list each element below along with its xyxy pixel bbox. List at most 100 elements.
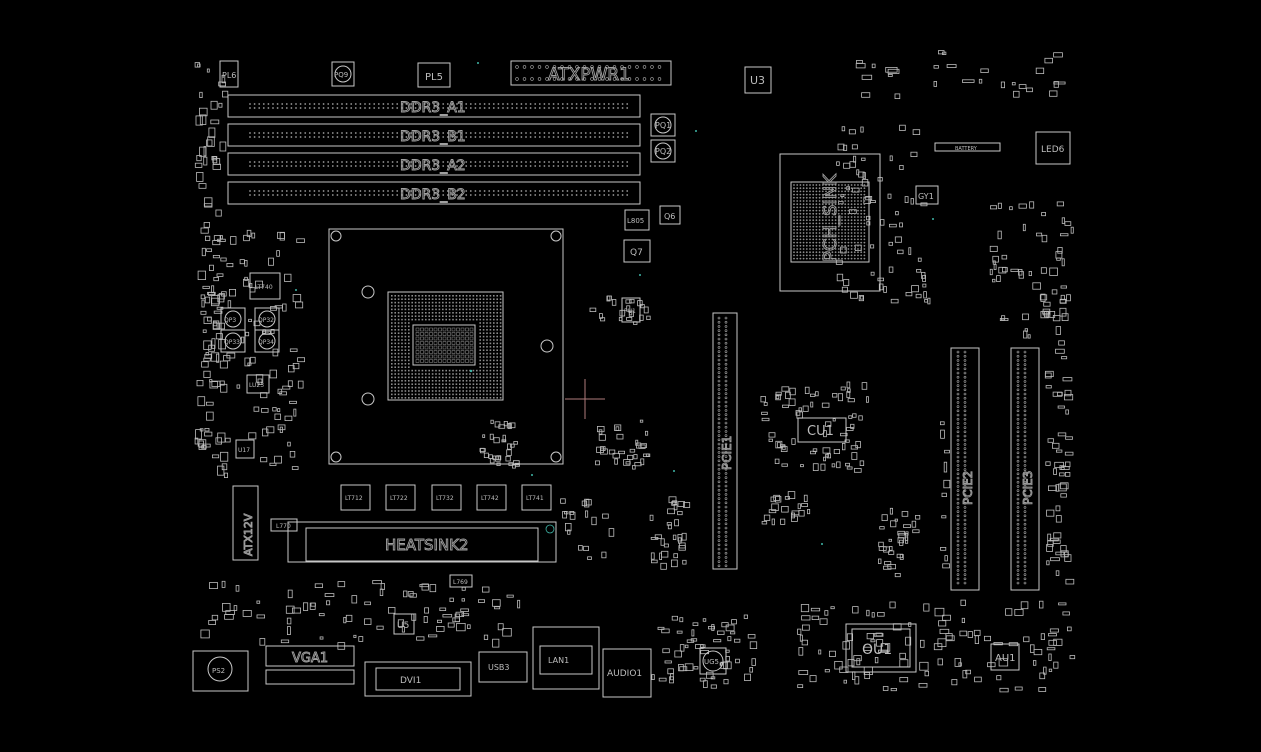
inductor-lt732[interactable]: LT732 <box>431 484 462 511</box>
smd-part <box>224 614 234 620</box>
vga-connector[interactable]: VGA1 <box>265 645 355 685</box>
smd-part <box>660 538 665 546</box>
smd-part <box>877 277 885 282</box>
ps2-connector[interactable]: PS2 <box>192 650 249 692</box>
battery-holder[interactable]: BATTERY <box>934 142 1001 152</box>
inductor-lt742[interactable]: LT742 <box>476 484 507 511</box>
smd-part <box>597 425 605 433</box>
ddr-slot-a1[interactable]: DDR3_A1 <box>227 94 641 118</box>
pcie-slot-2[interactable]: PCIE2 <box>950 347 980 591</box>
smd-part <box>210 100 218 110</box>
ddr-slot-a2[interactable]: DDR3_A2 <box>227 152 641 176</box>
atx12v-connector[interactable]: ATX12V <box>232 485 259 561</box>
smd-part <box>353 634 357 638</box>
smd-part <box>589 307 597 313</box>
led6[interactable]: LED6 <box>1035 131 1071 165</box>
smd-part <box>600 448 608 455</box>
smd-part <box>657 626 665 630</box>
inductor-l770[interactable]: L770 <box>270 518 298 532</box>
inductor-pl5[interactable]: PL5 <box>417 62 451 88</box>
smd-part <box>1059 307 1067 317</box>
inductor-lt712[interactable]: LT712 <box>340 484 371 511</box>
chip-ou1[interactable]: OU1 <box>845 623 917 673</box>
smd-part <box>812 448 818 453</box>
smd-part <box>280 639 290 644</box>
heatsink-outline[interactable]: HEATSINK2 <box>287 521 557 563</box>
smd-part <box>908 247 912 255</box>
q7-label: Q7 <box>630 248 643 258</box>
chip-u5[interactable]: U5 <box>393 613 415 635</box>
ddr-slot-b2[interactable]: DDR3_B2 <box>227 181 641 205</box>
inductor-lt741[interactable]: LT741 <box>521 484 552 511</box>
smd-part <box>866 215 871 221</box>
audio-connector[interactable]: AUDIO1 <box>602 648 652 698</box>
smd-part <box>1038 687 1047 692</box>
smd-part <box>272 407 277 412</box>
inductor-lt740[interactable]: LT740 <box>249 272 281 300</box>
transistor-q6[interactable]: Q6 <box>659 205 681 225</box>
cpu-socket[interactable] <box>328 228 564 465</box>
smd-part <box>734 638 741 643</box>
smd-part <box>209 381 218 389</box>
smd-part <box>1005 608 1013 616</box>
smd-part <box>666 522 672 526</box>
pcie-slot-1[interactable]: PCIE1 <box>712 312 738 570</box>
smd-part <box>871 63 876 69</box>
smd-part <box>840 386 846 391</box>
atx-power-connector[interactable]: ATXPWR1 <box>510 60 672 86</box>
smd-part <box>222 603 231 612</box>
smd-part <box>201 361 209 368</box>
mosfet-pq1[interactable]: PQ1 <box>650 113 676 137</box>
mosfet-pq2[interactable]: PQ2 <box>650 139 676 163</box>
smd-part <box>449 597 454 602</box>
smd-part <box>197 270 207 281</box>
pcie-slot-3[interactable]: PCIE3 <box>1010 347 1040 591</box>
smd-part <box>598 434 606 441</box>
smd-part <box>219 141 227 152</box>
smd-part <box>203 357 211 362</box>
inductor-l769[interactable]: L769 <box>449 574 473 588</box>
chip-cu1[interactable]: CU1 <box>797 417 847 443</box>
inductor-lt722[interactable]: LT722 <box>385 484 416 511</box>
smd-part <box>860 126 864 133</box>
mosfet-pq9[interactable]: PQ9 <box>331 61 355 87</box>
chip-u17[interactable]: U17 <box>235 439 255 459</box>
crystal-gy1[interactable]: GY1 <box>915 185 939 205</box>
mosfet-qp34[interactable]: QP34 <box>254 329 280 353</box>
smd-part <box>635 439 639 446</box>
inductor-pl6[interactable]: PL6 <box>219 60 239 88</box>
smd-part <box>292 362 300 370</box>
smd-part <box>1000 81 1005 89</box>
smd-part <box>206 248 213 252</box>
ddr-a1-label: DDR3_A1 <box>400 100 466 116</box>
chip-au1[interactable]: AU1 <box>990 643 1020 671</box>
smd-part <box>202 329 207 333</box>
dvi-connector[interactable]: DVI1 <box>364 661 472 697</box>
chip-ug5[interactable]: UG5 <box>699 647 727 675</box>
smd-part <box>846 391 851 398</box>
smd-part <box>854 468 862 473</box>
smd-part <box>834 661 843 670</box>
smd-part <box>780 446 788 452</box>
lan-connector[interactable]: LAN1 <box>532 626 600 690</box>
via-ring <box>545 524 555 534</box>
smd-part <box>888 550 895 555</box>
smd-part <box>788 398 796 406</box>
usb3-connector[interactable]: USB3 <box>478 651 528 683</box>
smd-part <box>771 503 779 511</box>
smd-part <box>1039 672 1046 680</box>
ddr-slot-b1[interactable]: DDR3_B1 <box>227 123 641 147</box>
smd-part <box>922 283 927 288</box>
transistor-q7[interactable]: Q7 <box>623 239 651 263</box>
chip-pu1[interactable]: PU1 <box>621 297 641 323</box>
smd-part <box>202 285 210 289</box>
chip-u3[interactable]: U3 <box>744 66 772 94</box>
mosfet-qp33[interactable]: QP33 <box>220 329 246 353</box>
inductor-l805[interactable]: L805 <box>624 209 650 231</box>
smd-part <box>199 428 204 432</box>
smd-part <box>248 318 252 322</box>
chip-lu23[interactable]: LU23 <box>246 374 270 394</box>
pch-chip[interactable]: PCH_SINK <box>779 153 881 292</box>
smd-part <box>296 238 305 243</box>
smd-part <box>222 90 229 98</box>
